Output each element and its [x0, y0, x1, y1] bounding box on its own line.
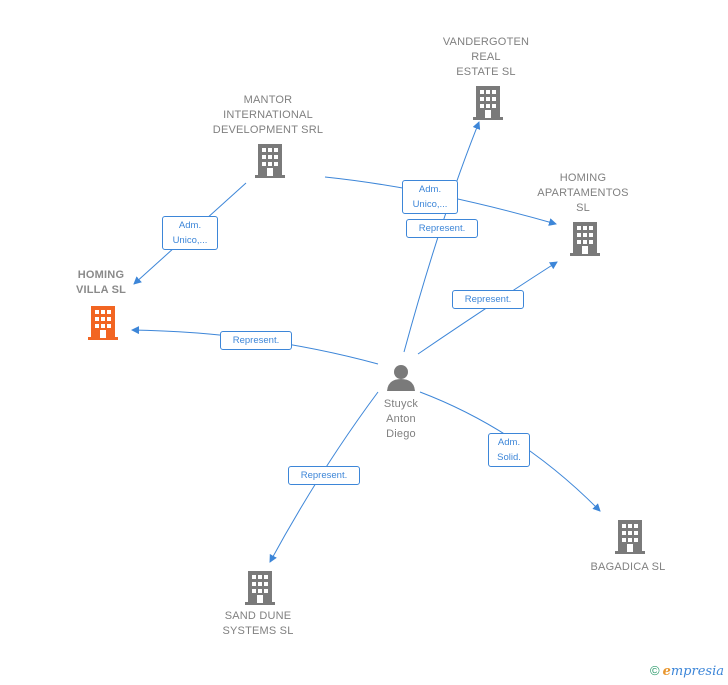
- brand-name: mpresia: [670, 664, 724, 679]
- edge-label-person-bagadica[interactable]: Adm. Solid.: [488, 433, 530, 467]
- node-label-mantor[interactable]: MANTOR INTERNATIONAL DEVELOPMENT SRL: [212, 94, 324, 136]
- node-label-bagadica[interactable]: BAGADICA SL: [590, 561, 666, 573]
- bagadica-building-icon[interactable]: [615, 520, 645, 554]
- brand-initial: e: [662, 664, 671, 679]
- copyright-symbol: ©: [649, 663, 660, 678]
- node-label-homing-apartamentos[interactable]: HOMING APARTAMENTOS SL: [537, 172, 629, 214]
- node-label-person[interactable]: Stuyck Anton Diego: [383, 398, 419, 440]
- edge-label-mantor-villa[interactable]: Adm. Unico,...: [162, 216, 218, 250]
- edge-label-person-sand-dune[interactable]: Represent.: [288, 466, 360, 485]
- mantor-building-icon[interactable]: [255, 144, 285, 178]
- vandergoten-building-icon[interactable]: [473, 86, 503, 120]
- edge-label-person-vandergoten[interactable]: Represent.: [406, 219, 478, 238]
- edge-label-person-apartamentos[interactable]: Represent.: [452, 290, 524, 309]
- node-label-vandergoten[interactable]: VANDERGOTEN REAL ESTATE SL: [442, 36, 530, 78]
- edge-label-mantor-apartamentos[interactable]: Adm. Unico,...: [402, 180, 458, 214]
- homing-apartamentos-building-icon[interactable]: [570, 222, 600, 256]
- homing-villa-building-icon[interactable]: [88, 306, 118, 340]
- node-label-sand-dune[interactable]: SAND DUNE SYSTEMS SL: [222, 610, 294, 637]
- footer-brand[interactable]: ©empresia: [650, 663, 724, 679]
- person-icon[interactable]: [387, 365, 415, 391]
- node-label-homing-villa[interactable]: HOMING VILLA SL: [75, 269, 127, 296]
- sand-dune-building-icon[interactable]: [245, 571, 275, 605]
- edge-label-person-villa[interactable]: Represent.: [220, 331, 292, 350]
